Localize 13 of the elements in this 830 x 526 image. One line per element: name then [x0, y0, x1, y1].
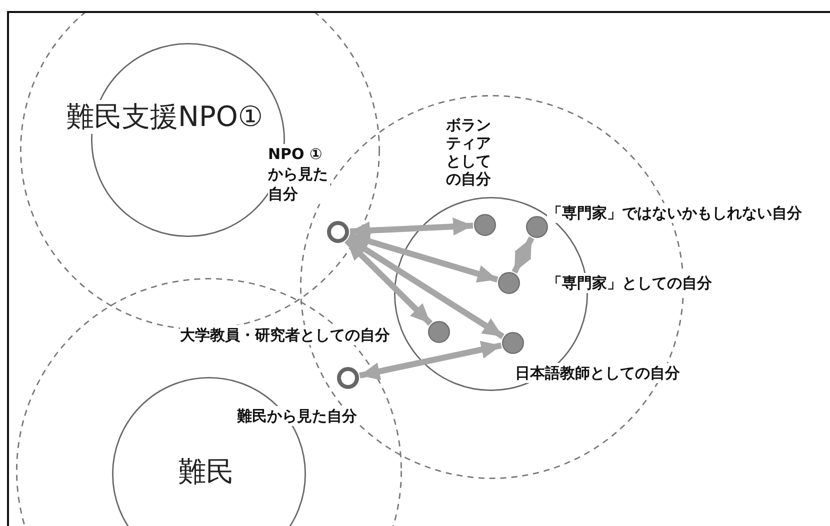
arrow — [344, 238, 433, 326]
node-label: 大学教員・研究者としての自分 — [180, 325, 390, 345]
arrow — [348, 232, 498, 282]
arrow — [512, 236, 534, 274]
node-label: 「専門家」ではないかもしれない自分 — [547, 203, 802, 223]
arrow — [359, 340, 502, 380]
arrow — [346, 236, 504, 340]
node-label: 難民から見た自分 — [237, 406, 357, 426]
node-label: 日本語教師としての自分 — [515, 363, 680, 383]
circle-label: 難民支援NPO① — [66, 100, 263, 134]
node-label: NPO ①から見た自分 — [268, 144, 330, 204]
node-label: ボランティアとしての自分 — [446, 116, 494, 188]
arrow — [350, 218, 474, 240]
